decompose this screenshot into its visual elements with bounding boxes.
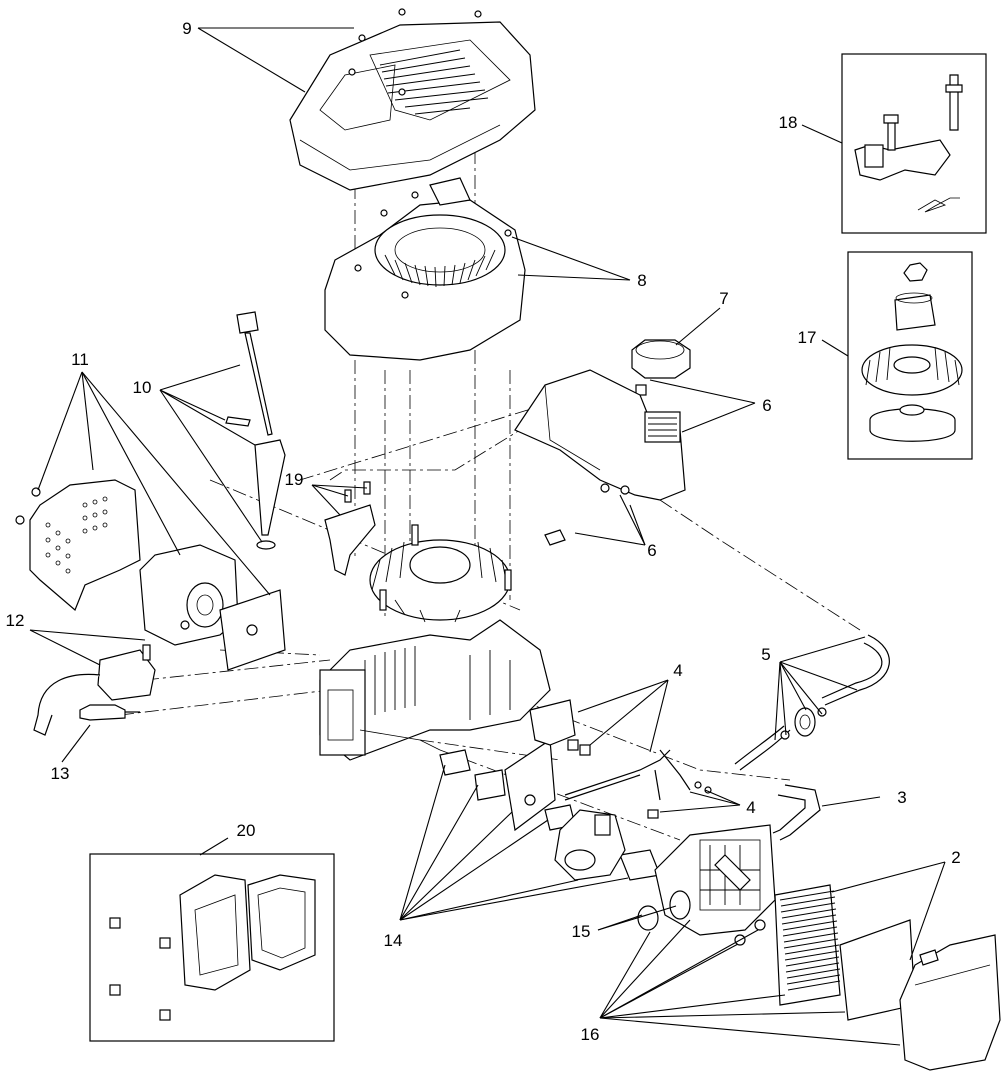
leader-lines xyxy=(29,27,946,1046)
callout-13: 13 xyxy=(51,764,70,783)
callout-2: 2 xyxy=(951,848,960,867)
carburetor-part xyxy=(554,809,626,881)
callout-16: 16 xyxy=(581,1025,600,1044)
inset-20-valve-cover xyxy=(89,853,335,1042)
fuel-tank-part xyxy=(514,369,686,546)
dipstick-part xyxy=(225,311,286,550)
inset-17-flywheel-assembly xyxy=(847,251,973,460)
engine-block-part xyxy=(319,619,551,761)
shield-bracket-part xyxy=(324,481,376,576)
callout-numbers: 9 8 7 6 6 10 11 12 13 19 4 4 5 3 2 14 15… xyxy=(6,19,961,1044)
muffler-gasket-part xyxy=(219,589,286,671)
air-filter-base-part xyxy=(637,824,776,946)
callout-7: 7 xyxy=(719,289,728,308)
air-filter-cover-part xyxy=(899,934,1001,1071)
callout-3: 3 xyxy=(897,788,906,807)
governor-linkage-part xyxy=(529,699,712,819)
top-shroud-part xyxy=(289,8,536,191)
callout-10: 10 xyxy=(133,378,152,397)
callout-15: 15 xyxy=(572,922,591,941)
callout-17: 17 xyxy=(798,328,817,347)
carburetor-gaskets-part xyxy=(439,738,661,881)
fuel-line-part xyxy=(734,634,890,771)
flywheel-part xyxy=(369,524,512,623)
callout-4a: 4 xyxy=(673,661,682,680)
fuel-cap-part xyxy=(631,339,691,396)
callout-11: 11 xyxy=(71,350,89,369)
air-filter-element-part xyxy=(774,884,841,1006)
callout-8: 8 xyxy=(637,271,646,290)
callout-19: 19 xyxy=(285,470,304,489)
muffler-guard-part xyxy=(15,479,141,612)
muffler-part xyxy=(139,544,239,646)
callout-4b: 4 xyxy=(746,798,755,817)
spark-plug-part xyxy=(79,704,140,721)
callout-14: 14 xyxy=(384,931,403,950)
callout-20: 20 xyxy=(237,821,256,840)
callout-6b: 6 xyxy=(647,541,656,560)
blower-housing-part xyxy=(324,177,526,361)
callout-9: 9 xyxy=(182,19,191,38)
inset-18-throttle-bracket xyxy=(841,53,987,234)
breather-hose-part xyxy=(772,784,821,841)
callout-18: 18 xyxy=(779,113,798,132)
callout-12: 12 xyxy=(6,611,25,630)
callout-6a: 6 xyxy=(762,396,771,415)
callout-5: 5 xyxy=(761,645,770,664)
ignition-coil-part xyxy=(33,644,156,736)
